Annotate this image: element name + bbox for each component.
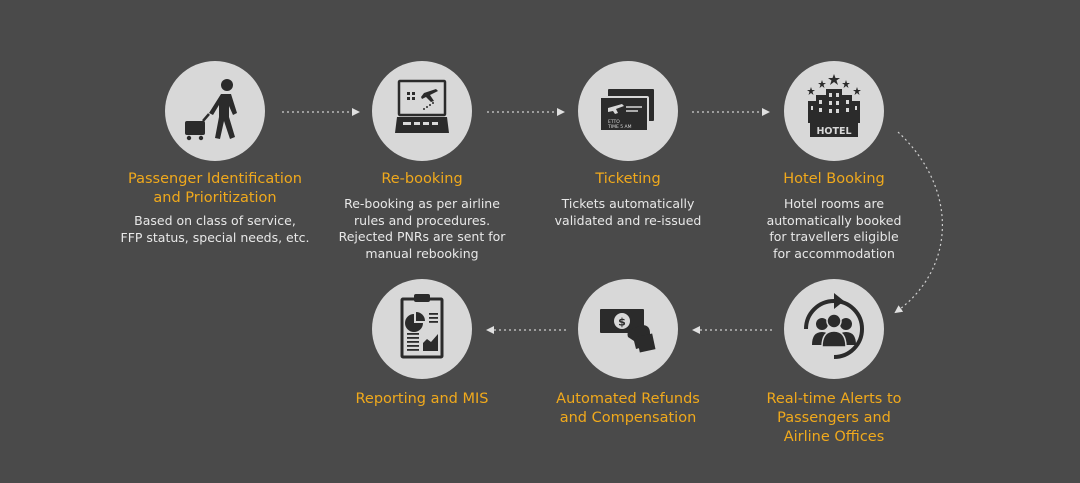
alerts-step-circle <box>784 279 884 379</box>
clipboard-report-icon <box>400 294 444 359</box>
ticket-text-line1: ETTO <box>608 119 620 125</box>
rebooking-step-circle <box>372 61 472 161</box>
ticketing-step-desc: Tickets automatically validated and re-i… <box>554 196 702 228</box>
hotel-sign-text: HOTEL <box>816 126 851 137</box>
hotel-icon: HOTEL <box>807 74 861 137</box>
ticketing-step-circle: ETTO TIME 5 AM <box>578 61 678 161</box>
laptop-flight-icon <box>395 79 449 133</box>
ticketing-step-title: Ticketing <box>595 171 661 187</box>
people-alert-icon <box>804 293 864 359</box>
rebooking-step-desc: Re-booking as per airline rules and proc… <box>338 196 506 261</box>
alerts-step-title: Real-time Alerts to Passengers and Airli… <box>766 391 902 445</box>
arrow-hotel-to-alerts <box>894 131 943 314</box>
hotel-step-desc: Hotel rooms are automatically booked for… <box>766 196 902 261</box>
hotel-step-circle: HOTEL <box>784 61 884 161</box>
cash-hand-icon: $ <box>600 309 656 353</box>
rebooking-step-title: Re-booking <box>381 171 463 187</box>
dollar-sign: $ <box>618 316 626 329</box>
ticket-text-line2: TIME 5 AM <box>607 124 632 130</box>
refunds-step-title: Automated Refunds and Compensation <box>556 391 700 426</box>
passenger-step-circle <box>165 61 265 161</box>
refunds-step-circle: $ <box>578 279 678 379</box>
passenger-step-desc: Based on class of service, FFP status, s… <box>120 213 310 245</box>
traveler-with-luggage-icon <box>185 79 237 141</box>
reporting-step-title: Reporting and MIS <box>355 391 489 407</box>
reporting-step-circle <box>372 279 472 379</box>
ticket-icon: ETTO TIME 5 AM <box>599 89 654 132</box>
hotel-step-title: Hotel Booking <box>783 171 885 187</box>
passenger-step-title: Passenger Identification and Prioritizat… <box>128 171 302 206</box>
